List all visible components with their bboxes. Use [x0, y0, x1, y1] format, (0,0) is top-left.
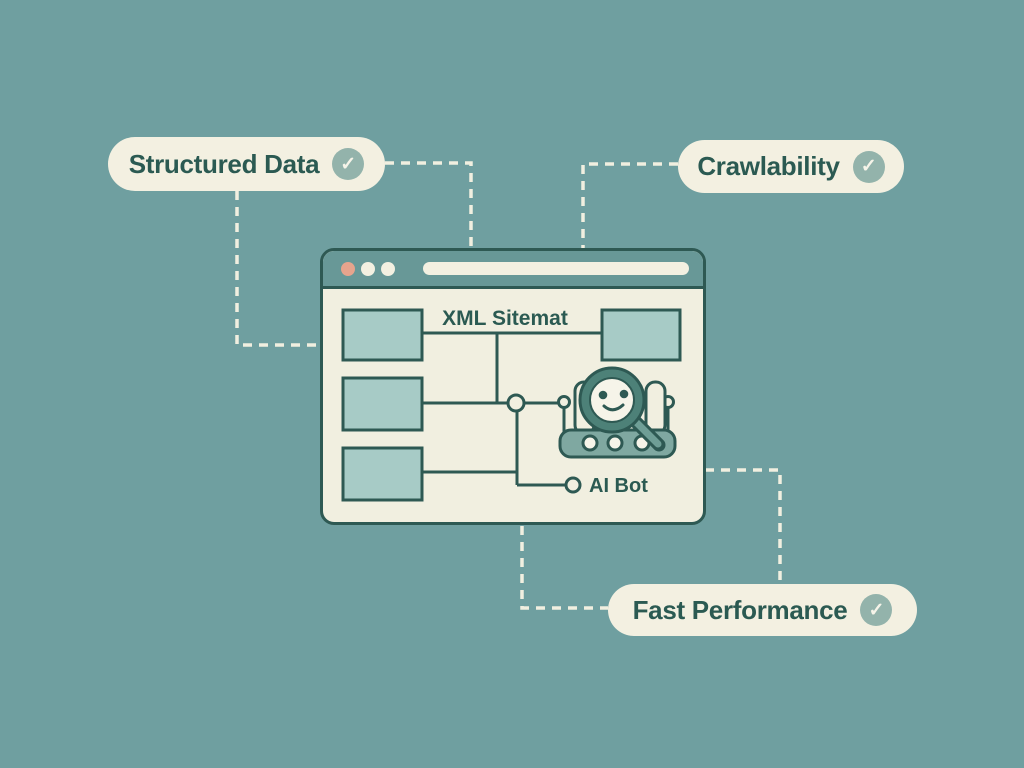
- browser-window-content: XML Sitemat AI Bot: [323, 289, 703, 522]
- sitemap-diagram: XML Sitemat AI Bot: [341, 307, 682, 502]
- ai-bot-label: AI Bot: [589, 475, 648, 497]
- pill-structured-data: Structured Data ✓: [108, 137, 385, 191]
- connector-crawlability: [581, 162, 678, 248]
- robot-smile: [602, 403, 625, 412]
- check-icon: ✓: [332, 148, 365, 180]
- pill-fast-performance-label: Fast Performance: [632, 594, 848, 625]
- robot-antenna-left-tip: [557, 395, 571, 409]
- robot-eye-right: [619, 389, 629, 399]
- sitemap-box-2: [341, 376, 424, 432]
- connector-structured-data-side: [235, 191, 318, 347]
- xml-sitemap-title: XML Sitemat: [442, 307, 568, 330]
- address-bar: [423, 262, 689, 275]
- robot-face: [589, 377, 635, 423]
- diagram-node-circle: [506, 393, 526, 413]
- check-icon: ✓: [852, 150, 885, 183]
- robot-body-button-1: [581, 434, 599, 452]
- ai-bot-node-circle: [564, 476, 582, 494]
- sitemap-box-right: [600, 308, 682, 362]
- ai-bot-icon: [557, 366, 677, 459]
- pill-crawlability: Crawlability ✓: [678, 140, 904, 193]
- pill-fast-performance: Fast Performance ✓: [608, 584, 917, 636]
- window-dot-3: [381, 261, 395, 276]
- pill-crawlability-label: Crawlability: [697, 151, 840, 181]
- connector-structured-data-top: [385, 161, 473, 248]
- pill-structured-data-label: Structured Data: [128, 148, 320, 179]
- browser-window: XML Sitemat AI Bot: [320, 248, 706, 525]
- connector-fast-performance-bottom: [520, 526, 608, 610]
- magnifier-handle: [629, 415, 662, 448]
- check-icon: ✓: [860, 594, 893, 626]
- robot-eye-left: [598, 390, 608, 400]
- connector-fast-performance-side: [705, 468, 782, 586]
- window-dot-2: [361, 261, 375, 276]
- window-dot-1: [341, 261, 355, 276]
- robot-body-button-2: [606, 434, 624, 452]
- browser-window-header: [323, 251, 703, 289]
- sitemap-box-3: [341, 446, 424, 502]
- sitemap-box-1: [341, 308, 424, 362]
